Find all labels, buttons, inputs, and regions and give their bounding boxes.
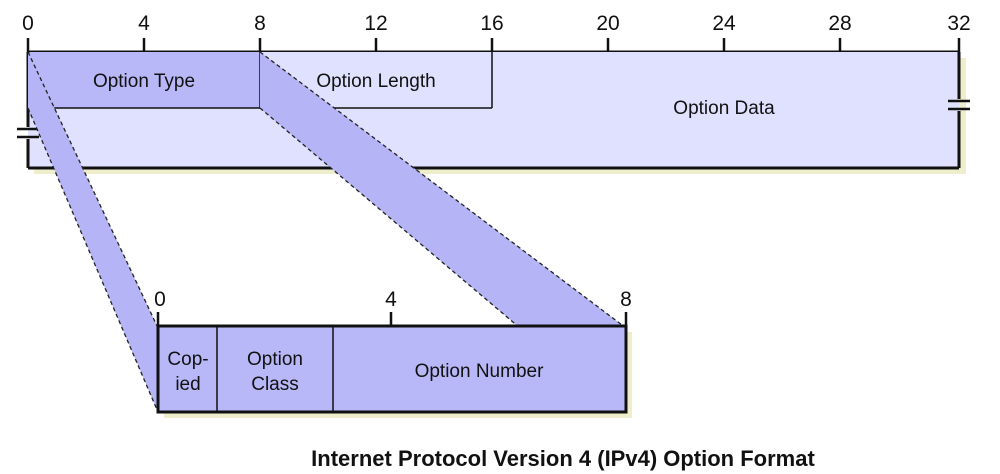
top-tick-20-label: 20 [596, 12, 619, 35]
bottom-tick-0-label: 0 [154, 288, 166, 311]
projection-line-left-inner [27, 107, 159, 413]
option-length-label: Option Length [316, 71, 435, 92]
top-bit-ruler: 0 4 8 12 16 20 24 28 32 [22, 12, 971, 54]
diagram-title: Internet Protocol Version 4 (IPv4) Optio… [311, 446, 815, 471]
option-header-frame [17, 52, 970, 170]
projection-line-left-outer [27, 51, 159, 329]
top-tick-4-label: 4 [138, 12, 150, 35]
projection-line-right-inner [259, 107, 521, 329]
top-tick-16-label: 16 [480, 12, 503, 35]
option-data-label: Option Data [673, 98, 775, 119]
copied-label-line1: Cop- [167, 349, 208, 370]
projection-left-band [28, 52, 158, 412]
option-class-label-line2: Class [251, 374, 299, 395]
top-tick-32-label: 32 [947, 12, 970, 35]
bottom-tick-4-label: 4 [385, 288, 397, 311]
top-tick-28-label: 28 [828, 12, 851, 35]
option-type-breakdown-box [156, 324, 628, 414]
option-type-breakdown-frame: Cop- ied Option Class Option Number [156, 324, 628, 414]
option-type-label: Option Type [93, 71, 195, 92]
top-tick-0-label: 0 [22, 12, 34, 35]
top-tick-8-label: 8 [254, 12, 266, 35]
option-number-label: Option Number [415, 361, 545, 382]
bottom-tick-8-label: 8 [620, 288, 632, 311]
projection-dashed-lines [27, 51, 627, 413]
copied-label-line2: ied [175, 374, 200, 395]
top-tick-12-label: 12 [364, 12, 387, 35]
option-type-field [28, 52, 260, 108]
option-class-label-line1: Option [247, 349, 303, 370]
top-tick-24-label: 24 [712, 12, 736, 35]
